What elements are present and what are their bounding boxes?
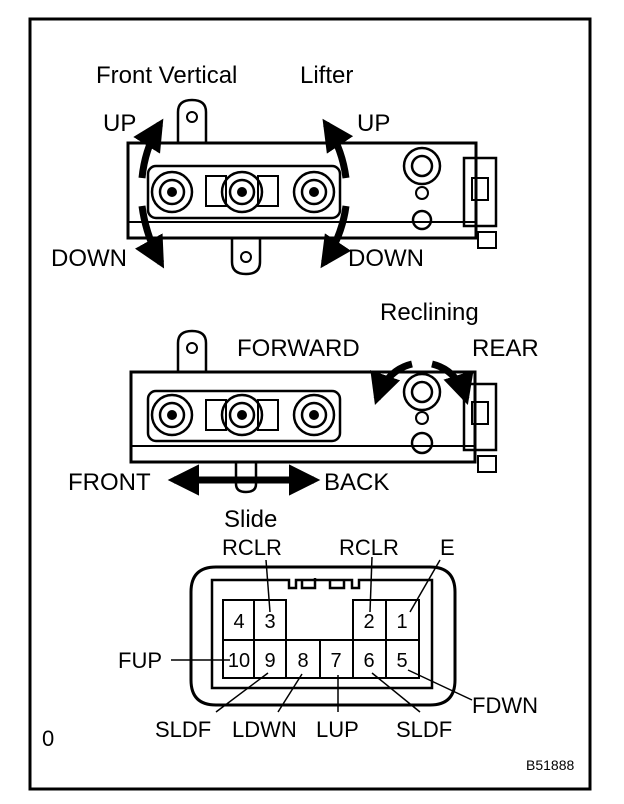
knob-slide-right [292, 393, 336, 437]
signal-sldf-left: SLDF [155, 717, 211, 742]
pin-number: 3 [264, 611, 275, 633]
label-down-left: DOWN [51, 245, 127, 272]
pin-number: 8 [297, 650, 308, 672]
signal-rclr-right: RCLR [339, 535, 399, 560]
pin-number: 1 [396, 611, 407, 633]
knob-center [220, 170, 264, 214]
knob-slide-center [220, 393, 264, 437]
arrow-lifter-up [322, 118, 354, 179]
label-slide: Slide [224, 506, 277, 533]
signal-e: E [440, 535, 455, 560]
arrow-front-vertical-up [133, 118, 164, 179]
pin-number: 5 [396, 650, 407, 672]
pin-number: 6 [363, 650, 374, 672]
label-back: BACK [324, 469, 389, 496]
pin-number: 10 [228, 650, 250, 672]
signal-sldf-right: SLDF [396, 717, 452, 742]
signal-fdwn: FDWN [472, 693, 538, 718]
recline-knob [402, 372, 442, 455]
knob-slide-left [150, 393, 194, 437]
figure-code: B51888 [526, 757, 574, 773]
leader-lines [171, 556, 473, 713]
signal-lup: LUP [316, 717, 359, 742]
knob-front-vertical [150, 170, 194, 214]
pin-number: 7 [330, 650, 341, 672]
footer-left-mark: 0 [42, 726, 54, 751]
label-forward: FORWARD [237, 335, 360, 362]
pin-cell-5 [385, 639, 420, 679]
label-reclining: Reclining [380, 299, 479, 326]
label-rear: REAR [472, 335, 539, 362]
pin-number: 2 [363, 611, 374, 633]
label-front-vertical: Front Vertical [96, 62, 237, 89]
label-lifter: Lifter [300, 62, 353, 89]
label-front: FRONT [68, 469, 151, 496]
signal-ldwn: LDWN [232, 717, 297, 742]
signal-rclr-left: RCLR [222, 535, 282, 560]
recline-knob-top [402, 146, 442, 231]
label-up-right: UP [357, 110, 390, 137]
arrow-lifter-down [320, 205, 352, 269]
arrow-recline-rear [431, 360, 474, 406]
label-up-left: UP [103, 110, 136, 137]
arrow-recline-forward [370, 360, 413, 405]
switch-assembly-top [126, 98, 498, 276]
signal-fup: FUP [118, 648, 162, 673]
switch-assembly-bottom [129, 329, 498, 494]
connector [189, 565, 457, 707]
pin-number: 9 [264, 650, 275, 672]
label-down-right: DOWN [348, 245, 424, 272]
pin-number: 4 [233, 611, 244, 633]
figure-border [28, 17, 592, 791]
knob-lifter [292, 170, 336, 214]
arrow-front-vertical-down [134, 205, 165, 269]
